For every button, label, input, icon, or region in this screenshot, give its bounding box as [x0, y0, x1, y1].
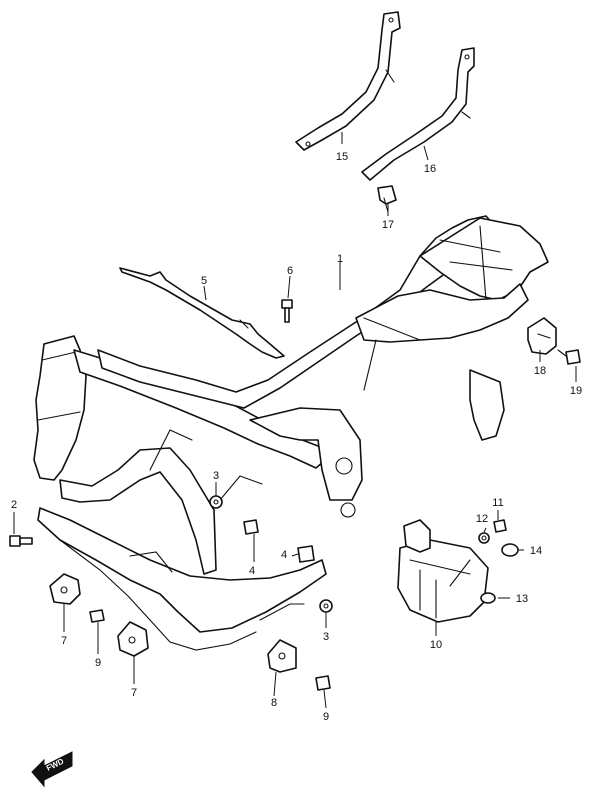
callout-14: 14	[530, 545, 542, 557]
leader-lines	[13, 132, 577, 709]
callout-12: 12	[476, 513, 488, 525]
callout-3-upper: 3	[213, 470, 219, 482]
callout-18: 18	[534, 365, 546, 377]
part-16-bracket	[361, 47, 475, 181]
callout-7-right: 7	[131, 687, 137, 699]
part-13-cushion	[480, 592, 496, 604]
part-14-grommet	[501, 543, 519, 557]
callout-6: 6	[287, 265, 293, 277]
part-12-nut	[478, 532, 490, 544]
part-4-nut-upper	[243, 519, 259, 535]
part-7-plate-left	[49, 573, 81, 605]
part-1-main-frame	[33, 215, 549, 651]
part-2-bolt	[9, 535, 33, 547]
part-4-nut-lower	[297, 545, 315, 563]
part-18-bracket	[527, 317, 557, 355]
part-9-bolt-left	[89, 609, 105, 623]
callout-16: 16	[424, 163, 436, 175]
part-17-bolt	[377, 185, 397, 213]
part-7-plate-right	[117, 621, 149, 657]
part-11-bolt	[493, 519, 507, 533]
callout-9-left: 9	[95, 657, 101, 669]
callout-17: 17	[382, 219, 394, 231]
callout-3-lower: 3	[323, 631, 329, 643]
part-3-washer-lower	[319, 599, 333, 613]
part-3-washer-upper	[209, 495, 223, 509]
callout-labels: 1 2 3 3 4 4 5 6 7 7 8 9 9 10 11 12 13 14…	[11, 151, 582, 723]
part-15-bracket	[295, 11, 401, 151]
callout-8: 8	[271, 697, 277, 709]
part-9-bolt-right	[315, 675, 331, 691]
callout-4-upper: 4	[249, 565, 255, 577]
callout-1: 1	[337, 253, 343, 265]
callout-15: 15	[336, 151, 348, 163]
part-8-bracket	[267, 639, 297, 673]
part-19-bolt	[557, 349, 581, 365]
part-6-bolt	[281, 299, 293, 323]
callout-19: 19	[570, 385, 582, 397]
callout-4-lower: 4	[281, 549, 287, 561]
part-10-battery-box	[397, 519, 489, 623]
callout-9-right: 9	[323, 711, 329, 723]
callout-13: 13	[516, 593, 528, 605]
part-5-bar	[119, 267, 285, 359]
callout-2: 2	[11, 499, 17, 511]
callout-10: 10	[430, 639, 442, 651]
callout-5: 5	[201, 275, 207, 287]
fwd-arrow-icon: FWD	[31, 751, 73, 788]
callout-11: 11	[492, 497, 503, 509]
callout-7-left: 7	[61, 635, 67, 647]
